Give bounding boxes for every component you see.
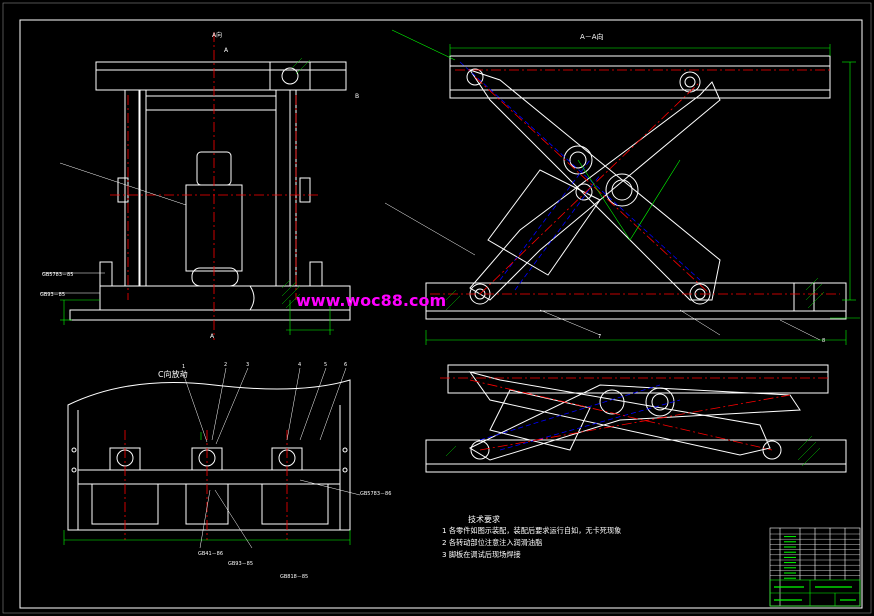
section-mark-a-bottom: A (210, 333, 215, 340)
c-view-centerlines (124, 430, 288, 540)
callout-gb-fastener-4: GB93－85 (228, 561, 253, 567)
front-view-callout-leaders (40, 162, 187, 294)
callout-gb-fastener-1: GB5783－85 (42, 272, 73, 278)
lowered-view-hidden (479, 384, 681, 451)
aa-view-leaders (384, 202, 821, 341)
callout-gb-fastener-2: GB93－85 (40, 292, 65, 298)
part-number-label: 6 (344, 362, 347, 368)
watermark: www.woc88.com (296, 291, 446, 310)
part-number-label: 3 (246, 362, 249, 368)
callout-gb-fastener-6: GB818－85 (280, 574, 308, 580)
lowered-view-centerlines (440, 377, 830, 451)
aa-view-title: A－A向 (580, 32, 604, 41)
aa-view-hidden-lines (459, 61, 701, 291)
part-number-label: 8 (822, 338, 825, 344)
section-mark-a-top: A (224, 47, 229, 54)
lowered-view (425, 364, 847, 473)
part-number-label: 4 (298, 362, 301, 368)
aa-view-centerlines (430, 69, 840, 295)
c-direction-label: C向放动 (158, 369, 188, 379)
part-number-label: 5 (324, 362, 327, 368)
callout-gb-fastener-5: GB5783－86 (360, 491, 391, 497)
callout-gb-fastener-3: GB41－86 (198, 551, 223, 557)
title-block-text-marks (774, 586, 856, 601)
tech-requirements-heading: 技术要求 (468, 514, 500, 524)
tech-requirement-item: 2 各转动部位注意注入润滑油脂 (442, 538, 542, 547)
tech-requirement-item: 3 脚板在调试后现场焊接 (442, 550, 521, 559)
tech-requirement-item: 1 各零件如图示装配，装配后要求运行自如，无卡死现象 (442, 526, 621, 535)
front-view-dimensions (60, 299, 334, 335)
part-number-label: 7 (598, 334, 601, 340)
part-number-label: 1 (182, 364, 185, 370)
front-view-hatch (281, 57, 311, 309)
part-number-label: 2 (224, 362, 227, 368)
c-view-dimensions (63, 432, 351, 545)
title-block (769, 579, 861, 607)
aa-view-dimensions (391, 29, 860, 345)
aa-view (425, 55, 847, 320)
front-view-centerlines (110, 32, 320, 340)
aa-view-hatch (445, 277, 825, 311)
a-direction-label: A向 (212, 31, 222, 39)
lowered-view-hatch (445, 435, 821, 467)
c-view (67, 379, 351, 531)
c-view-leaders (181, 367, 361, 549)
parts-list-rows (770, 533, 860, 579)
section-mark-b: B (355, 93, 359, 100)
parts-list-table (769, 527, 861, 607)
front-view (69, 61, 351, 321)
drawing-frame (19, 19, 863, 609)
